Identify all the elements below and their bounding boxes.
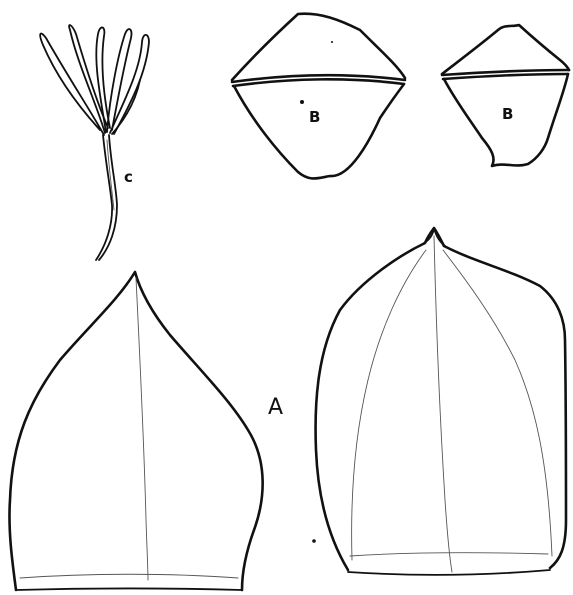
bract-b-left (232, 14, 405, 179)
bract-b-right-top (442, 25, 569, 74)
label-b-left: B (309, 108, 320, 126)
bract-b-right (442, 25, 569, 166)
label-c: c (124, 168, 133, 186)
bract-b-left-band-2 (233, 79, 404, 86)
tepal-a-right-midrib (434, 236, 452, 572)
stray-dot (312, 539, 316, 543)
label-b-right: B (502, 105, 513, 123)
filament-5 (110, 35, 149, 134)
tepal-a-left-midrib (136, 278, 148, 580)
tepal-a-left-outline (9, 272, 262, 590)
tepal-a-right (316, 228, 566, 575)
tepal-a-right-base-line (350, 553, 548, 556)
bract-b-left-speck (331, 41, 333, 43)
tepal-a-left-base-line (20, 574, 238, 578)
tepal-a-right-vein-left (352, 250, 426, 560)
tepal-a-left-base (16, 589, 242, 591)
tepal-a-right-base (348, 570, 550, 575)
bract-b-left-body (234, 84, 404, 179)
stamen-cluster-c (40, 25, 149, 260)
filament-1 (40, 34, 104, 135)
bract-b-left-dot (300, 100, 304, 104)
tepal-a-right-outline (316, 228, 566, 570)
bract-b-left-top (232, 14, 405, 80)
tepal-a-left (9, 272, 262, 590)
label-a: A (268, 395, 283, 420)
filament-4 (107, 29, 131, 132)
tepal-a-right-vein-right (443, 250, 552, 556)
